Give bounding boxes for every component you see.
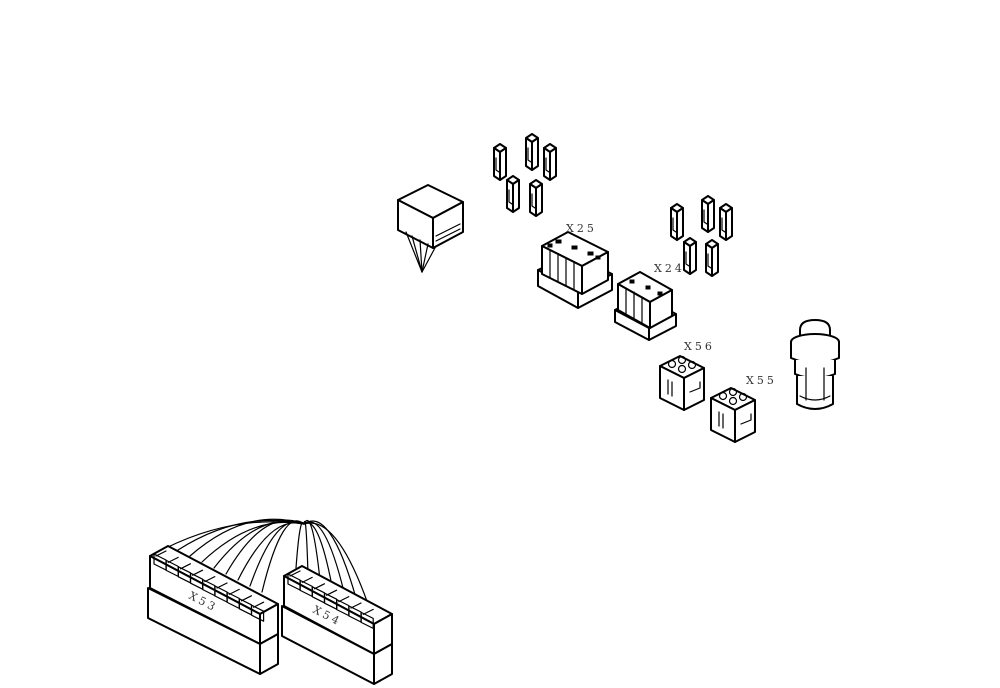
wire-harness bbox=[165, 518, 369, 605]
connector-x25: X25 bbox=[537, 222, 613, 309]
cavity bbox=[251, 604, 265, 622]
terminal-pin bbox=[493, 143, 507, 181]
connector-x53: X53 bbox=[147, 545, 279, 675]
terminal-pins-group-1 bbox=[493, 133, 557, 217]
terminal-pin bbox=[719, 203, 733, 241]
label-x55: X55 bbox=[746, 374, 777, 387]
cylindrical-sensor bbox=[790, 319, 840, 410]
terminal-pin bbox=[506, 175, 520, 213]
harness-wire bbox=[249, 521, 305, 587]
harness-wire bbox=[303, 521, 309, 575]
harness-wire bbox=[225, 519, 305, 575]
relay-block bbox=[397, 184, 464, 273]
harness-wire bbox=[295, 521, 305, 569]
label-x24: X24 bbox=[654, 262, 685, 275]
terminal-pin bbox=[705, 239, 719, 277]
terminal-pin bbox=[701, 195, 715, 233]
connector-x56: X56 bbox=[659, 340, 715, 411]
terminal-pin bbox=[683, 237, 697, 275]
terminal-pin bbox=[543, 143, 557, 181]
harness-wire bbox=[213, 520, 305, 569]
connector-x54: X54 bbox=[281, 565, 393, 685]
terminal-pins-group-2 bbox=[670, 195, 733, 277]
label-x56: X56 bbox=[684, 340, 715, 353]
connector-x24: X24 bbox=[614, 262, 685, 341]
harness-wire bbox=[237, 522, 305, 581]
label-x25: X25 bbox=[566, 222, 597, 235]
harness-wire bbox=[261, 520, 305, 593]
terminal-pin bbox=[670, 203, 684, 241]
harness-wire bbox=[303, 519, 321, 581]
harness-wire bbox=[303, 520, 357, 599]
terminal-pin bbox=[529, 179, 543, 217]
terminal-pin bbox=[525, 133, 539, 171]
cavity bbox=[360, 611, 374, 630]
connector-x55: X55 bbox=[710, 374, 777, 443]
harness-wire bbox=[303, 522, 369, 605]
